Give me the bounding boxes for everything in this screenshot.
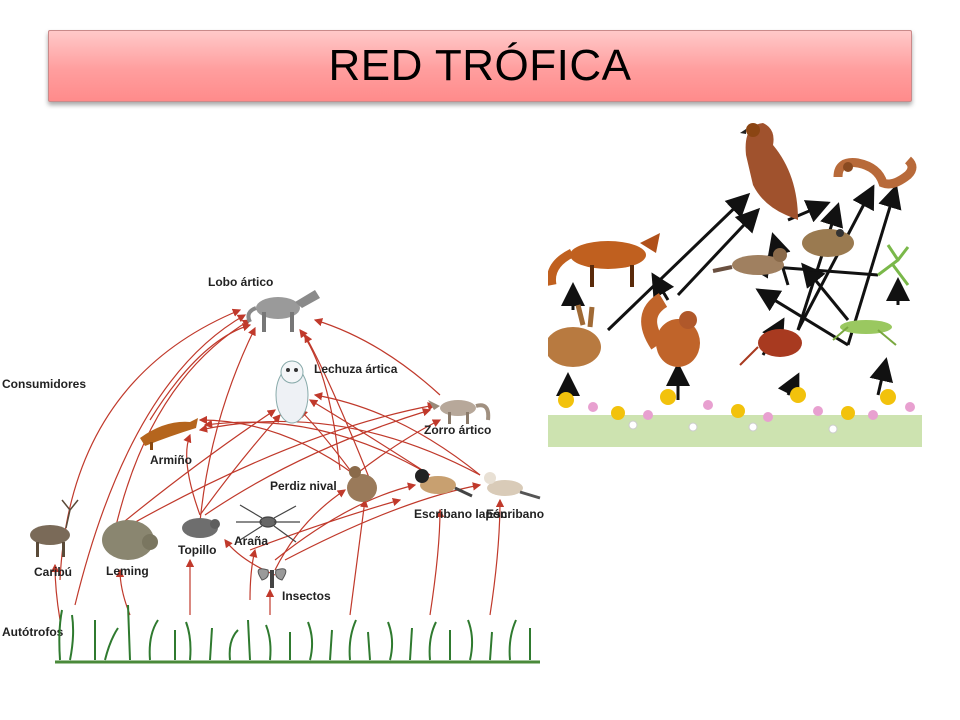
feeding-arrows xyxy=(556,184,910,400)
tundra-plants-icon xyxy=(55,604,540,664)
label-stoat: Armiño xyxy=(150,453,192,467)
spider-icon xyxy=(236,504,300,543)
lemming-icon xyxy=(102,520,158,560)
ptarmigan-icon xyxy=(347,466,377,502)
hawk-icon xyxy=(740,123,798,220)
rabbit-icon xyxy=(548,304,601,367)
label-ptarmigan: Perdiz nival xyxy=(270,479,337,493)
arctic-wolf-icon xyxy=(246,290,320,332)
insects-icon xyxy=(257,568,287,588)
page-title: RED TRÓFICA xyxy=(328,41,632,90)
caribou-icon xyxy=(30,499,79,557)
label-lapland-longspur: Escribano lapón xyxy=(414,507,507,521)
mouse-icon xyxy=(739,329,802,366)
grasshopper-icon xyxy=(832,320,897,346)
label-spider: Araña xyxy=(234,534,268,548)
snake-icon xyxy=(833,156,917,189)
label-vole: Topillo xyxy=(178,543,216,557)
lapland-longspur-icon xyxy=(415,469,473,498)
stoat-icon xyxy=(140,418,198,450)
vole-icon xyxy=(182,518,220,538)
label-snow-bunting: Escribano nival xyxy=(486,507,548,521)
label-caribou: Caribú xyxy=(34,565,72,579)
fox-icon xyxy=(548,233,660,287)
sparrow-icon xyxy=(712,248,787,275)
label-insects: Insectos xyxy=(282,589,331,603)
title-banner: RED TRÓFICA xyxy=(48,30,912,102)
label-arctic-wolf: Lobo ártico xyxy=(208,275,273,289)
mantis-icon xyxy=(877,244,910,286)
label-arctic-fox: Zorro ártico xyxy=(424,423,491,437)
label-snowy-owl: Lechuza ártica xyxy=(314,362,398,376)
level-label-producers: Autótrofos xyxy=(2,625,64,639)
grassland-food-web-diagram xyxy=(548,123,922,447)
arctic-food-web-diagram: Consumidores Autótrofos Lobo ártico Lech… xyxy=(2,275,548,664)
label-lemming: Leming xyxy=(106,564,149,578)
snowy-owl-icon xyxy=(275,360,309,424)
toad-icon xyxy=(802,229,854,257)
snow-bunting-icon xyxy=(484,472,541,500)
flowers-icon xyxy=(548,387,922,447)
arctic-fox-icon xyxy=(428,400,491,424)
squirrel-icon xyxy=(641,293,700,367)
level-label-consumers: Consumidores xyxy=(2,377,86,391)
